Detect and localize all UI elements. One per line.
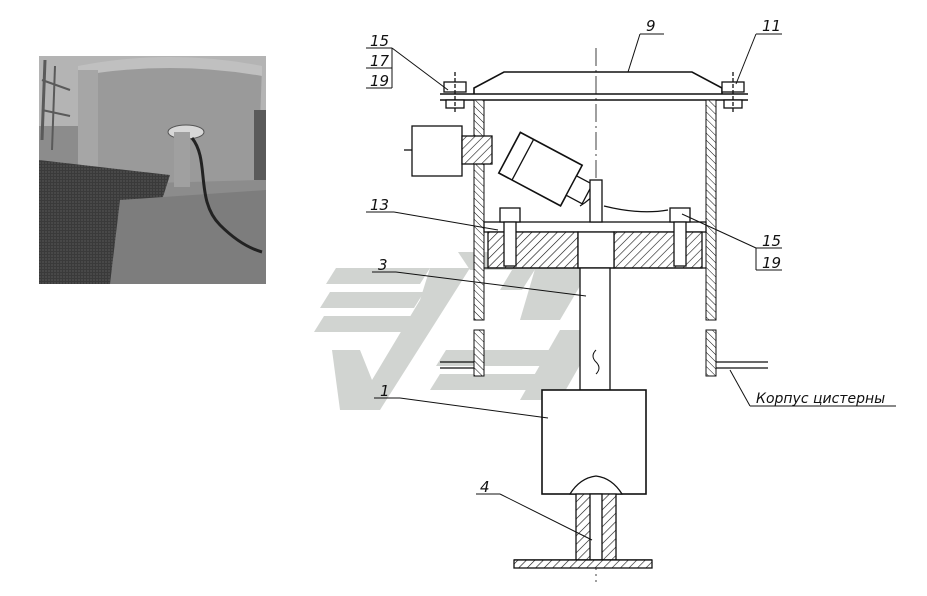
callout-9: 9	[646, 17, 656, 35]
leader-lines	[366, 33, 896, 541]
callout-15-right: 15	[762, 232, 781, 250]
watermark-logo	[314, 252, 600, 410]
callout-4: 4	[480, 478, 490, 496]
callout-1: 1	[380, 382, 390, 400]
assembly-drawing	[404, 48, 768, 582]
callout-19-right: 19	[762, 254, 781, 272]
callout-15: 15	[370, 32, 389, 50]
bolt-top-right	[721, 72, 745, 112]
tank-body-caption: Корпус цистерны	[756, 391, 885, 407]
photo-panel	[39, 56, 266, 284]
bolt-top-left	[443, 72, 467, 112]
callout-19: 19	[370, 72, 389, 90]
callout-17: 17	[370, 52, 390, 70]
callout-3: 3	[378, 256, 388, 274]
callout-13: 13	[370, 196, 389, 214]
callout-11: 11	[762, 17, 781, 35]
